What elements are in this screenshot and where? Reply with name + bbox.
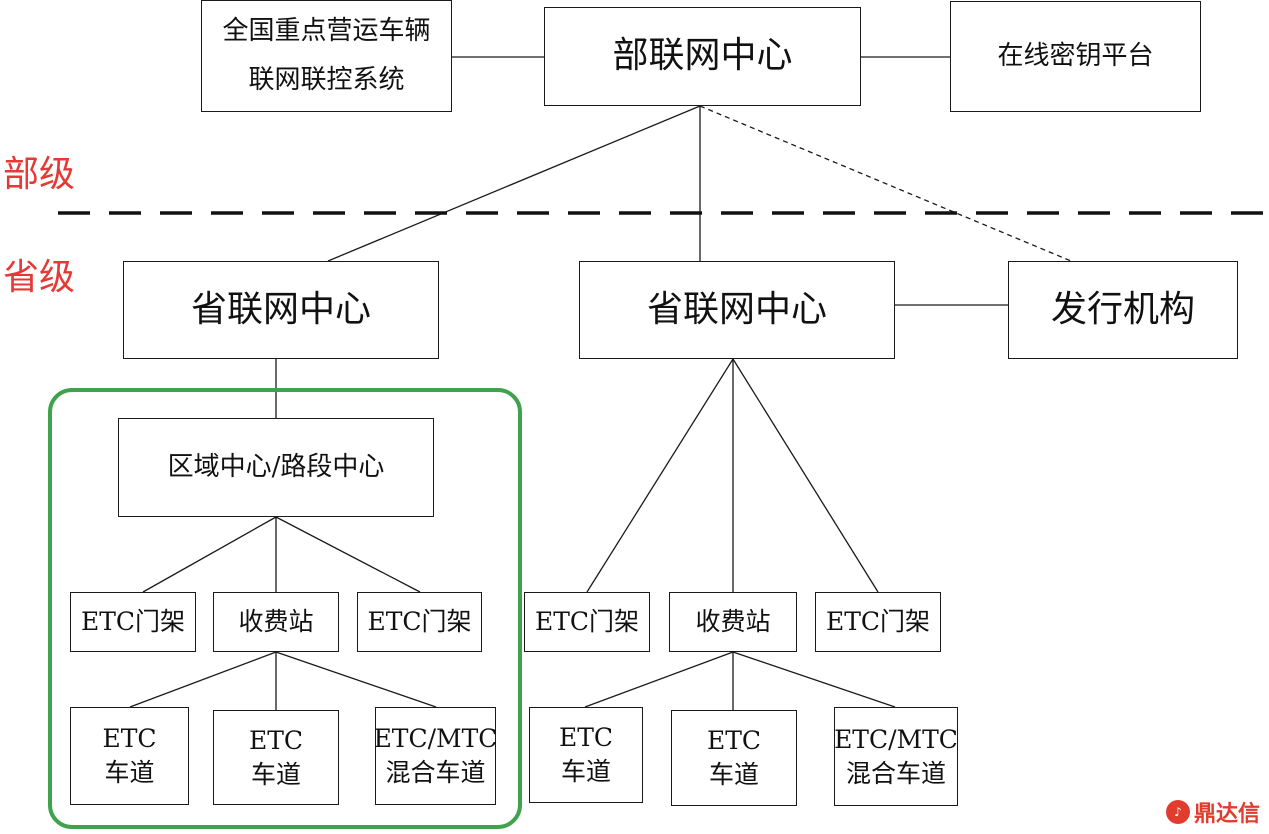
mixed-lane-left-line1: ETC/MTC bbox=[373, 724, 498, 754]
etc-gantry-left-2: ETC门架 bbox=[357, 592, 482, 652]
etc-lane-right-b-line2: 车道 bbox=[708, 760, 759, 789]
connector-station-lane-a-right bbox=[584, 651, 734, 708]
mixed-lane-left: ETC/MTC 混合车道 bbox=[373, 707, 498, 805]
etc-lane-right-a-line1: ETC bbox=[558, 723, 614, 753]
watermark-icon: ♪ bbox=[1166, 800, 1190, 824]
region-group-highlight bbox=[48, 388, 522, 829]
connector-station-lane-mixed-left bbox=[275, 651, 437, 708]
etc-lane-right-a-line2: 车道 bbox=[560, 757, 611, 786]
etc-gantry-right-1: ETC门架 bbox=[524, 592, 650, 652]
key-platform-box: 在线密钥平台 bbox=[950, 1, 1201, 112]
connector-region-gantry-left bbox=[142, 516, 277, 593]
watermark-logo: ♪ 鼎达信 bbox=[1166, 796, 1260, 828]
issuer-box: 发行机构 bbox=[1008, 261, 1238, 359]
etc-lane-right-b-line1: ETC bbox=[706, 726, 762, 756]
province-center-right-box: 省联网中心 bbox=[579, 261, 895, 359]
etc-gantry-right-1-label: ETC门架 bbox=[534, 607, 640, 637]
toll-station-right: 收费站 bbox=[669, 592, 797, 652]
etc-lane-left-b-line2: 车道 bbox=[250, 759, 301, 789]
watermark-text: 鼎达信 bbox=[1194, 802, 1261, 827]
region-center-label: 区域中心/路段中心 bbox=[167, 451, 385, 482]
tier-label-province: 省级 bbox=[3, 257, 76, 298]
region-center-box: 区域中心/路段中心 bbox=[118, 418, 434, 517]
monitoring-system-box: 全国重点营运车辆 联网联控系统 bbox=[201, 0, 452, 112]
mixed-lane-right-line2: 混合车道 bbox=[845, 758, 946, 788]
toll-station-left-label: 收费站 bbox=[238, 607, 314, 637]
etc-lane-left-a-line1: ETC bbox=[102, 724, 157, 754]
etc-gantry-right-2: ETC门架 bbox=[815, 592, 941, 652]
key-platform-label: 在线密钥平台 bbox=[997, 40, 1154, 71]
mixed-lane-right-line1: ETC/MTC bbox=[834, 724, 958, 754]
toll-station-left: 收费站 bbox=[213, 592, 339, 652]
etc-gantry-left-1: ETC门架 bbox=[70, 592, 196, 652]
etc-lane-right-a: ETC 车道 bbox=[529, 707, 643, 803]
etc-lane-left-b-line1: ETC bbox=[248, 725, 304, 755]
etc-gantry-left-2-label: ETC门架 bbox=[367, 607, 472, 637]
connector-region-gantry-right bbox=[275, 516, 421, 593]
ministry-center-box: 部联网中心 bbox=[544, 7, 861, 106]
etc-lane-left-a: ETC 车道 bbox=[70, 707, 189, 805]
mixed-lane-left-line2: 混合车道 bbox=[385, 758, 486, 787]
connector-ministry-left-province bbox=[327, 105, 701, 262]
ministry-center-label: 部联网中心 bbox=[612, 35, 793, 77]
connector-province-gantry-right-r bbox=[732, 358, 879, 593]
etc-gantry-left-1-label: ETC门架 bbox=[80, 607, 186, 637]
toll-station-right-label: 收费站 bbox=[695, 607, 771, 637]
etc-lane-left-a-line2: 车道 bbox=[104, 758, 155, 787]
connector-ministry-issuer-dashed bbox=[699, 105, 1072, 262]
etc-lane-right-b: ETC 车道 bbox=[671, 710, 797, 806]
connector-province-gantry-left-r bbox=[586, 358, 734, 593]
issuer-label: 发行机构 bbox=[1050, 288, 1195, 330]
monitoring-system-line2: 联网联控系统 bbox=[248, 65, 405, 95]
connector-station-lane-mixed-right bbox=[732, 651, 896, 708]
connector-station-lane-a-left bbox=[129, 651, 277, 708]
province-center-right-label: 省联网中心 bbox=[646, 288, 827, 330]
etc-gantry-right-2-label: ETC门架 bbox=[825, 607, 931, 637]
tier-label-ministry: 部级 bbox=[3, 154, 76, 195]
province-center-left-box: 省联网中心 bbox=[123, 261, 439, 359]
etc-lane-left-b: ETC 车道 bbox=[213, 710, 339, 805]
province-center-left-label: 省联网中心 bbox=[190, 288, 371, 330]
mixed-lane-right: ETC/MTC 混合车道 bbox=[834, 707, 958, 806]
monitoring-system-line1: 全国重点营运车辆 bbox=[222, 15, 431, 46]
